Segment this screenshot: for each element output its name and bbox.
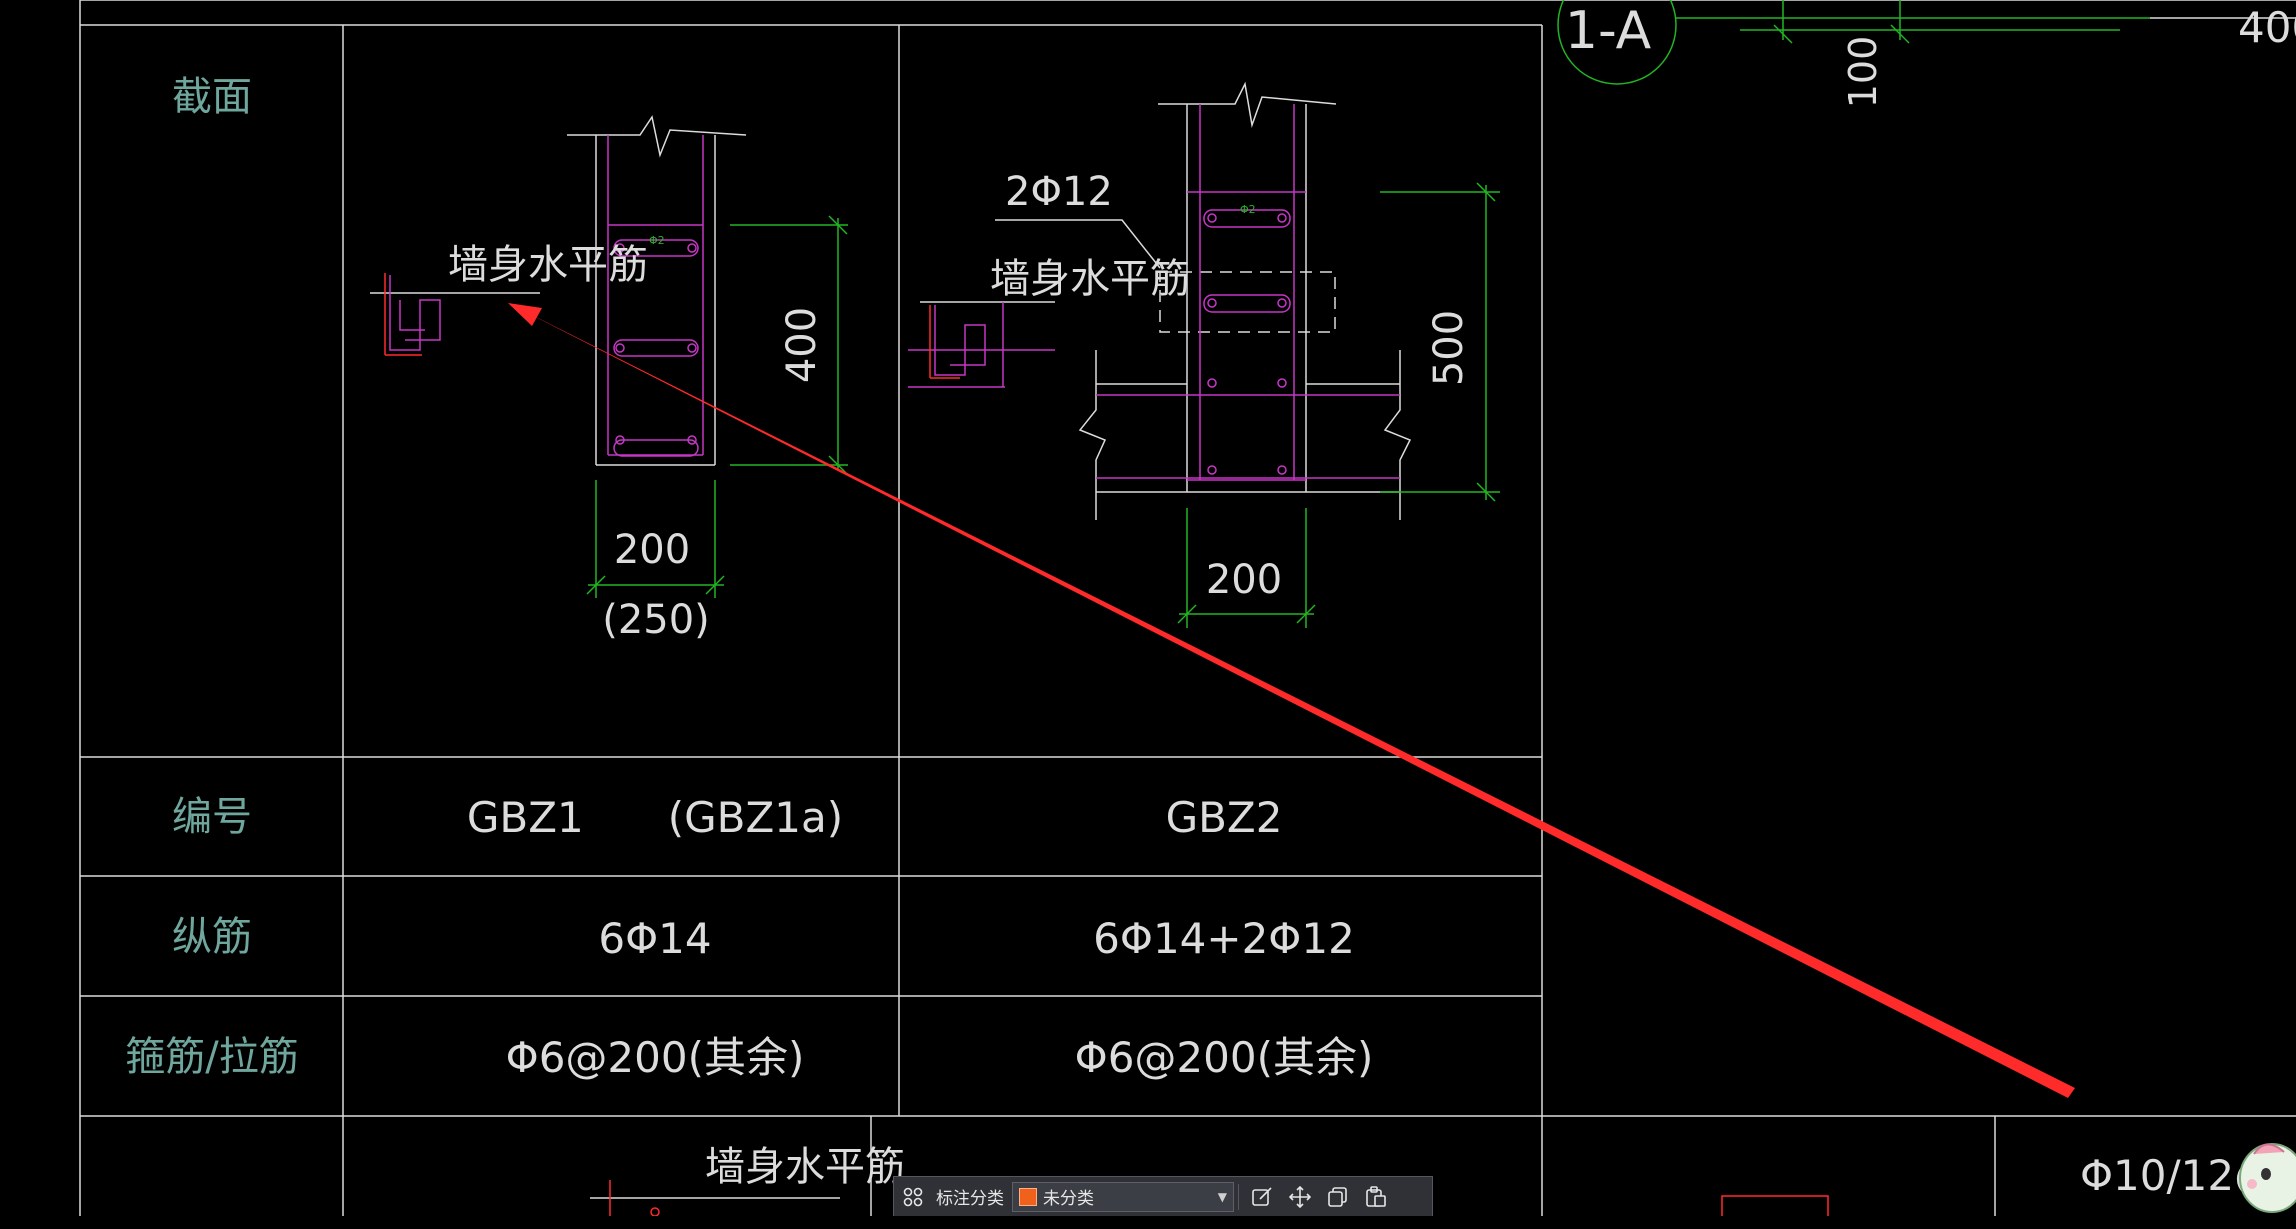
- row-label-long-bar: 纵筋: [172, 914, 252, 960]
- edit-button[interactable]: [1243, 1178, 1281, 1216]
- gbz1-tie-tag: Φ2: [649, 234, 665, 247]
- category-color-swatch: [1019, 1187, 1037, 1206]
- row-label-stirrup: 箍筋/拉筋: [125, 1034, 298, 1080]
- move-button[interactable]: [1281, 1178, 1319, 1216]
- bottom-callout-label: 墙身水平筋: [705, 1144, 905, 1190]
- cell-gbz2-number: GBZ2: [1166, 793, 1283, 842]
- row-label-section: 截面: [172, 74, 252, 120]
- axis-label: 1-A: [1565, 1, 1652, 61]
- cell-gbz1-number: GBZ1 (GBZ1a): [467, 793, 843, 842]
- category-select-value: 未分类: [1043, 1189, 1094, 1209]
- gbz2-section-drawing: 2Φ12 墙身水平筋 200 500 Φ2: [908, 81, 1500, 628]
- mascot-icon: [2239, 1143, 2296, 1213]
- cell-gbz1-stirrup: Φ6@200(其余): [506, 1033, 805, 1082]
- toolbar-divider: [1238, 1183, 1239, 1210]
- row-label-number: 编号: [172, 794, 252, 840]
- gbz1-dim-width: 200: [614, 527, 690, 573]
- paste-button[interactable]: [1357, 1178, 1395, 1216]
- gbz2-dim-width: 200: [1206, 557, 1282, 603]
- gbz1-dim-width-alt: (250): [602, 597, 710, 643]
- copy-icon: [1328, 1186, 1347, 1207]
- gbz2-callout-label: 墙身水平筋: [990, 256, 1190, 302]
- dim-100: 100: [1841, 36, 1885, 109]
- chevron-down-icon: ▼: [1217, 1189, 1227, 1204]
- move-icon: [1289, 1185, 1311, 1208]
- edit-icon: [1252, 1186, 1272, 1206]
- annotation-toolbar: 标注分类 未分类 ▼: [893, 1176, 1433, 1216]
- annotation-category-label: 标注分类: [936, 1189, 1004, 1209]
- gbz2-rebar-note: 2Φ12: [1005, 169, 1113, 215]
- gbz1-callout-label: 墙身水平筋: [448, 242, 648, 288]
- grid-menu-button[interactable]: [894, 1178, 932, 1216]
- axis-bubble: [1557, 0, 1677, 85]
- table-grid: [79, 0, 2296, 1216]
- grid-icon: [903, 1187, 923, 1206]
- bottom-row-content: 墙身水平筋 Φ10/12@20: [590, 1144, 2296, 1216]
- gbz1-section-drawing: 墙身水平筋 200 (250) 400 Φ2: [370, 115, 848, 643]
- paste-icon: [1366, 1185, 1386, 1207]
- annotation-arrow: [508, 303, 2075, 1098]
- cell-gbz2-long-bar: 6Φ14+2Φ12: [1093, 914, 1355, 963]
- copy-button[interactable]: [1319, 1178, 1357, 1216]
- gbz1-dim-height: 400: [779, 307, 825, 383]
- assistant-mascot[interactable]: [2236, 1134, 2296, 1224]
- dim-400: 400: [2238, 3, 2296, 52]
- category-select[interactable]: 未分类 ▼: [1012, 1181, 1234, 1212]
- gbz2-dim-height: 500: [1426, 310, 1472, 386]
- cell-gbz1-long-bar: 6Φ14: [598, 914, 711, 963]
- gbz2-tie-tag: Φ2: [1240, 203, 1256, 216]
- cell-gbz2-stirrup: Φ6@200(其余): [1075, 1033, 1374, 1082]
- axis-region: 1-A 100 400: [1557, 0, 2296, 109]
